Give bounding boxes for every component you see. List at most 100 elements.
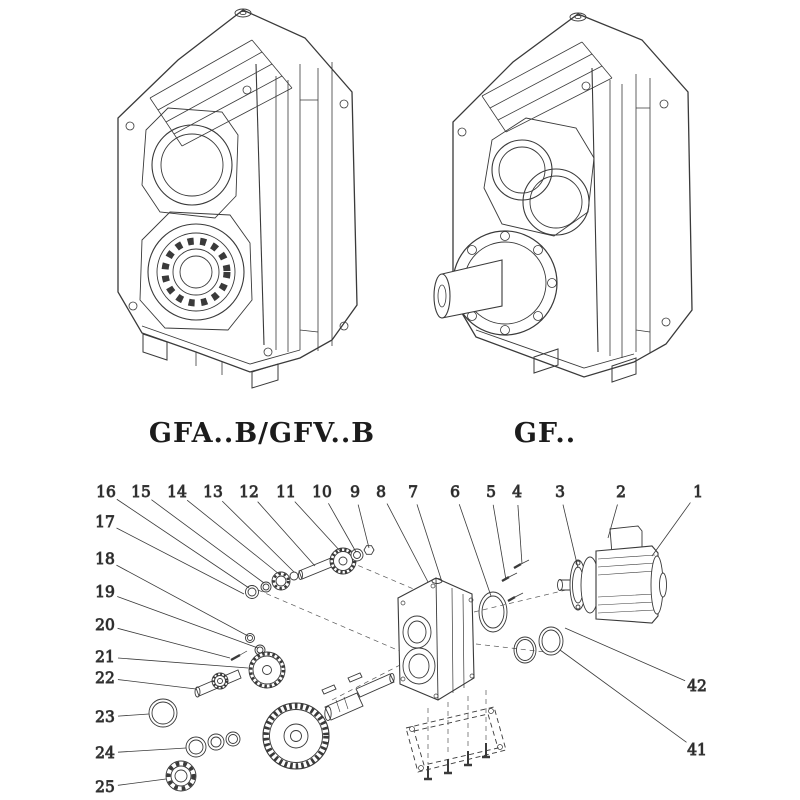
leader-line-41 (559, 649, 687, 743)
output-shaft-end (433, 273, 451, 319)
housing-silhouette (452, 13, 693, 378)
leader-line-8 (386, 503, 429, 583)
lifting-eye-hole (574, 14, 582, 20)
motor-fins (597, 554, 656, 614)
input-shaft-parts (245, 545, 375, 599)
upper-bore-inner (160, 133, 224, 197)
leader-line-42 (564, 627, 686, 682)
corner-bolts (125, 85, 349, 357)
callout-2: 2 (616, 483, 626, 501)
corner-bolts (457, 81, 671, 327)
output-shaft-bore (437, 284, 447, 308)
leader-line-17 (116, 527, 245, 595)
small-screws (501, 559, 530, 603)
leader-line-12 (257, 501, 316, 567)
leader-line-15 (151, 499, 265, 584)
retaining-rings (513, 626, 564, 664)
leader-line-21 (117, 657, 249, 669)
gearbox-right-drawing (433, 12, 693, 383)
lower-bore-shaft-hole (179, 255, 213, 289)
exploded-view: 1615141312111098765432117181920212223242… (95, 483, 708, 797)
callout-18: 18 (95, 550, 115, 568)
leader-line-18 (116, 564, 249, 637)
leader-line-13 (221, 500, 295, 573)
output-bearing-parts (148, 698, 241, 792)
leader-line-7 (416, 504, 443, 583)
input-bore-1-inner (498, 146, 546, 194)
lifting-eye-hole (239, 10, 247, 16)
leader-line-22 (117, 679, 197, 690)
callout-6: 6 (450, 483, 460, 501)
callout-22: 22 (95, 669, 115, 687)
callout-19: 19 (95, 583, 115, 601)
side-ribs (609, 74, 651, 358)
leader-line-9 (357, 504, 370, 549)
leader-line-11 (294, 501, 342, 553)
callout-14: 14 (167, 483, 187, 501)
caption-gfa-gfv: GFA..B/GFV..B (148, 418, 376, 449)
motor-body (595, 545, 659, 624)
callout-21: 21 (95, 648, 115, 666)
leader-line-1 (651, 502, 691, 557)
callout-1: 1 (693, 483, 703, 501)
leader-line-10 (328, 503, 357, 553)
callout-20: 20 (95, 616, 115, 634)
callout-13: 13 (203, 483, 223, 501)
leader-line-24 (117, 747, 187, 753)
callout-8: 8 (376, 483, 386, 501)
lifting-eye (234, 8, 252, 18)
base-notches (195, 352, 223, 375)
callout-4: 4 (512, 483, 522, 501)
callout-17: 17 (95, 513, 115, 531)
flange-bolt-holes (453, 231, 557, 335)
leader-line-20 (117, 627, 231, 659)
mounting-feet (142, 333, 279, 389)
leader-line-14 (186, 499, 280, 575)
leader-line-4 (517, 504, 523, 565)
housing-bolt-dots (400, 583, 475, 699)
motor-rear-hub (659, 572, 667, 598)
gasket-ring (478, 591, 508, 633)
intermediate-gear-parts (194, 633, 286, 698)
cooling-fins (149, 39, 293, 147)
exploded-housing (397, 577, 475, 701)
input-boss (483, 117, 595, 237)
gearbox-left-drawing (117, 8, 358, 389)
base-edge (475, 329, 635, 369)
leader-line-25 (117, 778, 167, 786)
input-shaft (298, 557, 335, 580)
motor (557, 525, 667, 624)
leader-line-5 (492, 504, 507, 581)
input-bore-2 (522, 168, 590, 236)
callout-15: 15 (131, 483, 151, 501)
callout-9: 9 (350, 483, 360, 501)
upper-bore-outer (151, 124, 233, 206)
caption-gf: GF.. (513, 418, 577, 449)
callout-16: 16 (96, 483, 116, 501)
front-edge (591, 67, 599, 353)
cover-plate (405, 706, 507, 773)
leader-line-16 (116, 498, 250, 589)
leader-line-2 (607, 504, 618, 539)
bearing-balls (161, 237, 231, 307)
callout-5: 5 (486, 483, 496, 501)
callout-23: 23 (95, 708, 115, 726)
cover-plate-holes (409, 708, 503, 771)
base-edge (141, 325, 301, 365)
output-shaft (324, 672, 395, 721)
lock-nut (363, 545, 375, 555)
lower-bore-outer (147, 223, 245, 321)
cover-bolts (424, 743, 490, 781)
cooling-fins (481, 41, 613, 133)
callout-12: 12 (239, 483, 259, 501)
callout-41: 41 (687, 741, 707, 759)
motor-shaft-end (557, 579, 563, 591)
shaft-keys (321, 672, 363, 695)
output-gear (262, 702, 330, 770)
lower-bore-race (172, 248, 220, 296)
side-ribs (275, 62, 333, 352)
leader-line-23 (117, 713, 150, 717)
leader-line-19 (117, 596, 259, 649)
